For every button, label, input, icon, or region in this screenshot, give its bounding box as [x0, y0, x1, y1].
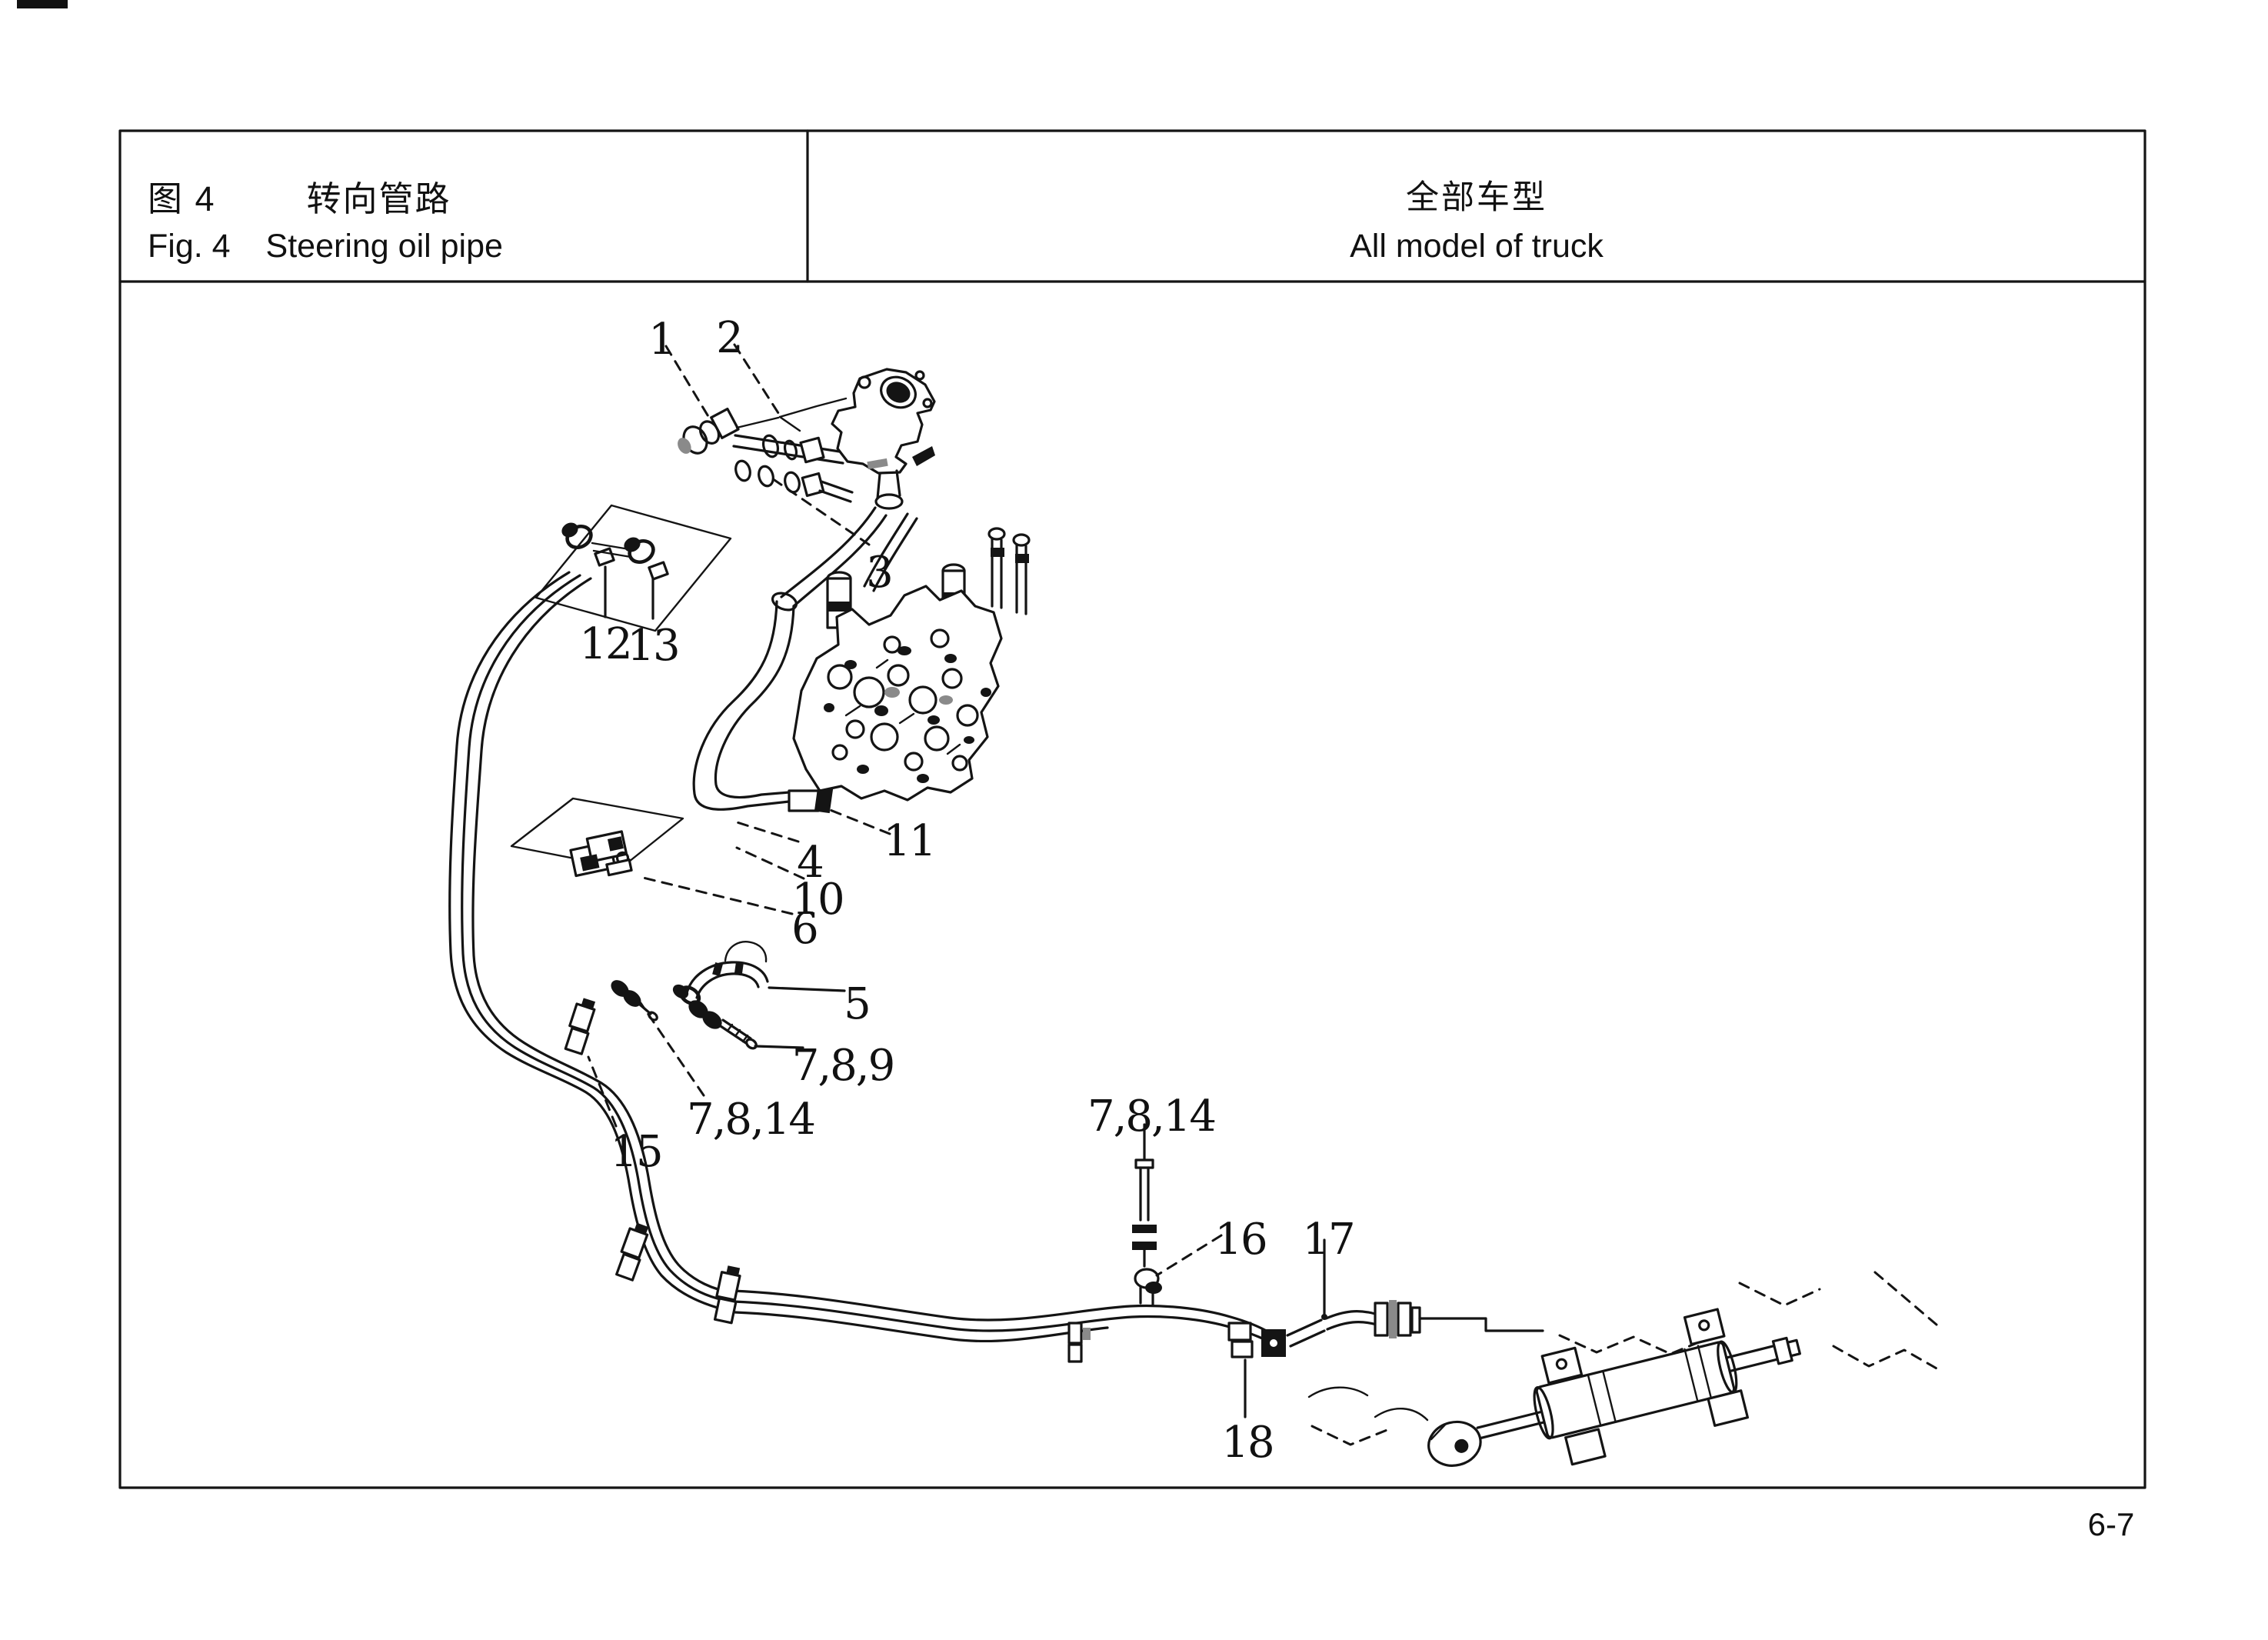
callout-15: 15: [610, 1127, 661, 1177]
callout-1: 1: [648, 315, 674, 365]
pipe-clamp: [615, 1222, 649, 1282]
callout-11: 11: [883, 816, 934, 866]
callout-17: 17: [1302, 1215, 1354, 1265]
pipe-clamp-15: [564, 998, 596, 1055]
chassis-dash: [1873, 1271, 1938, 1326]
figure-label-cn: 图 4: [148, 179, 216, 218]
pipe-clamp-18: [1227, 1322, 1286, 1358]
banjo-fitting-cluster: [535, 504, 732, 632]
elbow-fitting: [678, 407, 740, 455]
page-frame: [118, 129, 2146, 1489]
callout-12: 12: [579, 619, 631, 669]
callout-7-8-14: 7,8,14: [1087, 1092, 1215, 1142]
steering-unit-hoses: [780, 506, 918, 608]
hose-clamps: [564, 998, 1286, 1358]
pipe-fitting-17: [1374, 1302, 1389, 1337]
control-valve: [792, 527, 1031, 802]
chassis-reference-lines: [1307, 1386, 1429, 1422]
callout-7-8-14: 7,8,14: [687, 1095, 814, 1145]
figure-title-en: Fig. 4 Steering oil pipe: [148, 228, 503, 265]
elbow-hose-5: [672, 941, 769, 1005]
pipe-clamp: [713, 1265, 741, 1325]
chassis-dash: [1311, 1425, 1390, 1446]
figure-name-cn: 转向管路: [306, 179, 451, 218]
scan-artifact: [17, 0, 68, 8]
figure-name-en: Steering oil pipe: [265, 228, 503, 265]
callout-5: 5: [844, 979, 870, 1029]
chassis-dash: [1832, 1345, 1940, 1371]
callout-3: 3: [866, 548, 892, 598]
figure-title-cn: 图 4 转向管路: [148, 171, 451, 221]
chassis-dash: [1738, 1282, 1821, 1307]
callout-2: 2: [716, 313, 742, 363]
bracket-block-6: [510, 797, 684, 878]
chassis-dash: [1558, 1334, 1706, 1355]
pipe-connector-11: [788, 789, 820, 812]
callout-10: 10: [791, 875, 843, 925]
applicability-cell: 全部车型 All model of truck: [808, 0, 2146, 265]
leader-lines-solid: [604, 565, 1326, 1418]
inlet-pipe-assembly: [678, 397, 854, 503]
bolt-washers-7-8-9: [688, 1000, 758, 1050]
page-number: 6-7: [2087, 1506, 2135, 1542]
return-hose-bundle: [448, 571, 734, 1312]
callout-18: 18: [1221, 1418, 1273, 1468]
callout-4: 4: [797, 838, 823, 888]
steering-cylinder: [1427, 1308, 1801, 1467]
applicability-en: All model of truck: [1350, 228, 1604, 265]
callout-6: 6: [791, 904, 818, 954]
bolt-stack-7-8-14-right: [1132, 1158, 1162, 1306]
bottom-pipe-run: [731, 1289, 1544, 1363]
applicability-cn: 全部车型: [1406, 179, 1547, 216]
bolt-washers-7-8-14-left: [611, 980, 658, 1022]
steering-gear-unit: [831, 368, 936, 510]
leader-lines-dashed: [587, 343, 1940, 1446]
callout-16: 16: [1214, 1215, 1266, 1265]
callout-7-8-9: 7,8,9: [792, 1041, 894, 1091]
figure-label-en: Fig. 4: [148, 228, 231, 265]
callout-13: 13: [627, 621, 678, 671]
